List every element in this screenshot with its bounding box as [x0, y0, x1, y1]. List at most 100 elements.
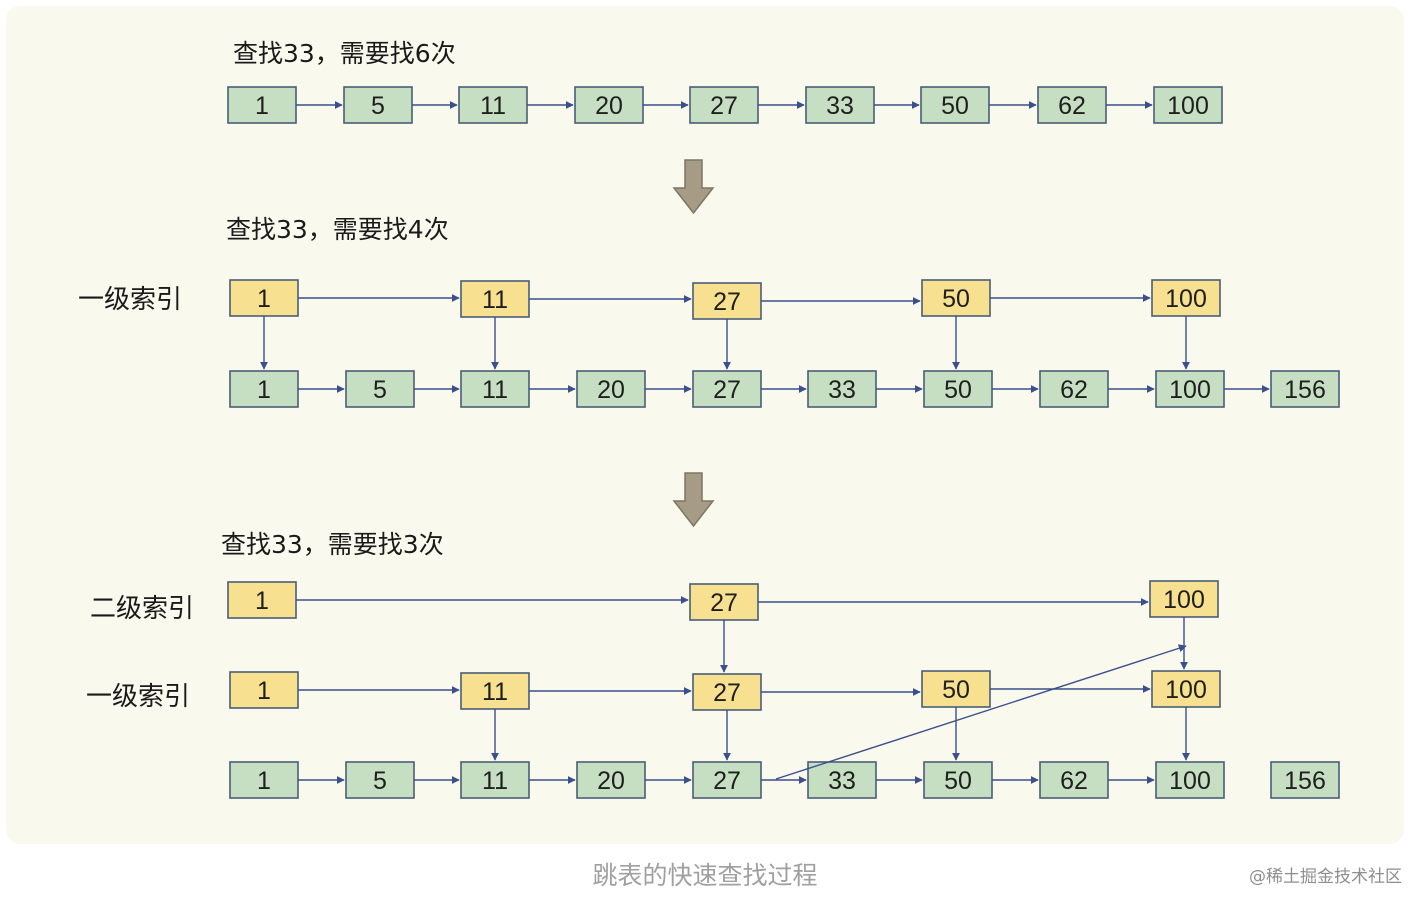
node-s3-l2-27: 27	[689, 583, 759, 621]
s3-second-level-label: 二级索引	[90, 594, 194, 624]
down-arrow-2-icon	[672, 472, 715, 528]
node-s1-base-11: 11	[458, 86, 528, 124]
node-value: 50	[941, 92, 969, 120]
s2-first-level-label: 一级索引	[78, 285, 182, 315]
node-value: 33	[828, 376, 856, 404]
node-s1-base-1: 1	[227, 86, 297, 124]
node-box	[921, 279, 991, 317]
skip-list-diagram: 查找33，需要找6次 查找33，需要找4次 查找33，需要找3次 一级索引 二级…	[78, 39, 1340, 799]
node-s1-base-50: 50	[920, 86, 990, 124]
node-box	[1037, 86, 1107, 124]
node-box	[1153, 86, 1223, 124]
node-box	[229, 279, 299, 317]
node-value: 11	[482, 767, 508, 795]
node-value: 100	[1165, 285, 1207, 313]
node-box	[923, 761, 993, 799]
node-value: 11	[480, 92, 506, 120]
node-box	[460, 761, 530, 799]
node-value: 62	[1060, 376, 1088, 404]
node-box	[229, 761, 299, 799]
node-box	[345, 370, 415, 408]
node-value: 27	[713, 767, 741, 795]
arrow-diagonal-search-path	[775, 644, 1187, 780]
node-box	[692, 761, 762, 799]
node-value: 50	[944, 767, 972, 795]
node-s2-base-62: 62	[1039, 370, 1109, 408]
node-value: 5	[373, 376, 387, 404]
node-s2-base-50: 50	[923, 370, 993, 408]
node-value: 50	[942, 285, 970, 313]
node-value: 1	[257, 376, 271, 404]
section-1-heading: 查找33，需要找6次	[233, 39, 456, 68]
node-box	[805, 86, 875, 124]
node-s1-base-100: 100	[1153, 86, 1223, 124]
node-s3-l2-1: 1	[227, 581, 297, 619]
node-s3-l1-11: 11	[460, 672, 530, 710]
node-box	[692, 282, 762, 320]
node-s3-base-1: 1	[229, 761, 299, 799]
node-box	[1270, 761, 1340, 799]
node-s3-base-5: 5	[345, 761, 415, 799]
node-value: 20	[597, 376, 625, 404]
node-box	[689, 86, 759, 124]
node-value: 27	[710, 92, 738, 120]
node-value: 100	[1163, 586, 1205, 614]
node-value: 5	[371, 92, 385, 120]
node-box	[229, 370, 299, 408]
node-box	[1155, 761, 1225, 799]
section-3-heading: 查找33，需要找3次	[221, 530, 444, 559]
node-box	[689, 583, 759, 621]
node-value: 33	[828, 767, 856, 795]
down-arrow-1-icon	[672, 159, 715, 215]
node-s2-l1-11: 11	[460, 280, 530, 318]
node-value: 100	[1165, 676, 1207, 704]
node-value: 27	[713, 376, 741, 404]
node-s3-base-20: 20	[576, 761, 646, 799]
node-s2-l1-1: 1	[229, 279, 299, 317]
node-s3-base-100: 100	[1155, 761, 1225, 799]
node-value: 11	[482, 286, 508, 314]
node-value: 1	[255, 92, 269, 120]
node-s3-l2-100: 100	[1149, 580, 1219, 618]
node-box	[1155, 370, 1225, 408]
node-value: 50	[942, 676, 970, 704]
node-s2-base-20: 20	[576, 370, 646, 408]
node-value: 33	[826, 92, 854, 120]
node-s3-base-156: 156	[1270, 761, 1340, 799]
node-box	[227, 86, 297, 124]
node-value: 100	[1167, 92, 1209, 120]
node-box	[458, 86, 528, 124]
node-s3-l1-27: 27	[692, 673, 762, 711]
node-value: 27	[713, 288, 741, 316]
section-2-heading: 查找33，需要找4次	[226, 215, 449, 244]
node-s2-base-1: 1	[229, 370, 299, 408]
node-s2-l1-100: 100	[1151, 279, 1221, 317]
node-s2-base-33: 33	[807, 370, 877, 408]
s3-first-level-label: 一级索引	[86, 682, 190, 712]
node-s2-base-11: 11	[460, 370, 530, 408]
node-box	[692, 673, 762, 711]
node-s3-base-11: 11	[460, 761, 530, 799]
node-s2-l1-27: 27	[692, 282, 762, 320]
node-s1-base-33: 33	[805, 86, 875, 124]
node-s1-base-20: 20	[574, 86, 644, 124]
node-value: 1	[255, 587, 269, 615]
node-s1-base-5: 5	[343, 86, 413, 124]
node-value: 1	[257, 677, 271, 705]
node-value: 27	[710, 589, 738, 617]
node-value: 156	[1284, 376, 1326, 404]
node-box	[574, 86, 644, 124]
node-box	[1149, 580, 1219, 618]
node-value: 5	[373, 767, 387, 795]
node-s1-base-27: 27	[689, 86, 759, 124]
node-s2-l1-50: 50	[921, 279, 991, 317]
node-box	[1151, 670, 1221, 708]
node-value: 11	[482, 678, 508, 706]
node-s3-base-62: 62	[1039, 761, 1109, 799]
node-s3-base-33: 33	[807, 761, 877, 799]
node-box	[460, 370, 530, 408]
node-value: 62	[1058, 92, 1086, 120]
node-value: 27	[713, 679, 741, 707]
node-box	[576, 370, 646, 408]
node-s3-l1-1: 1	[229, 671, 299, 709]
